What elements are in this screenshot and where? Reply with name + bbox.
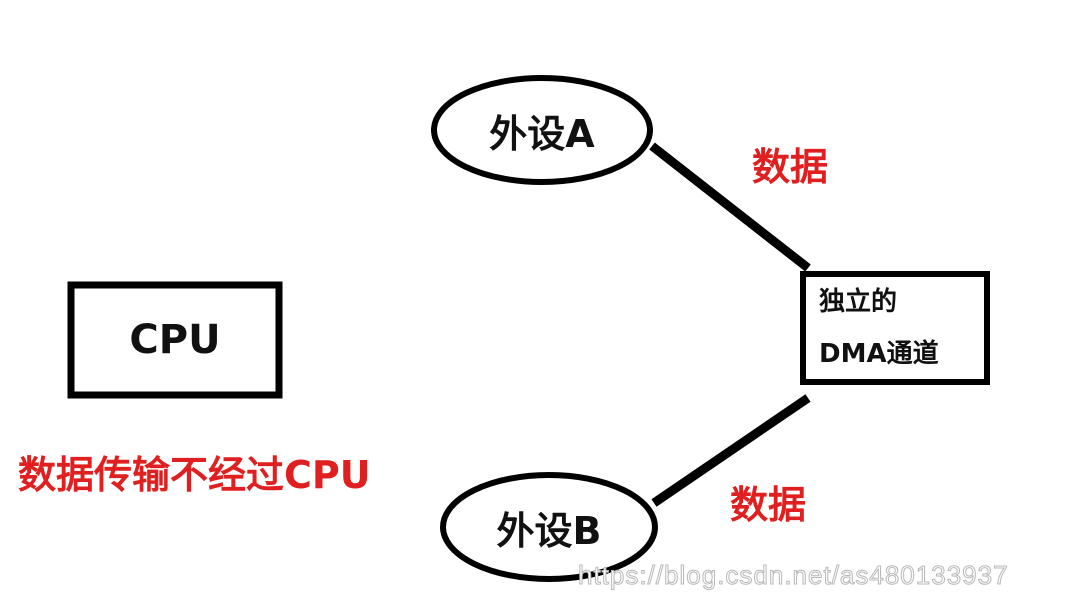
dma-label-line1: 独立的 — [819, 287, 898, 317]
device-a-ellipse — [431, 75, 653, 185]
dma-label: 独立的 DMA通道 — [803, 274, 987, 382]
connector-device-a-to-dma — [649, 142, 811, 272]
cpu-box — [67, 281, 283, 399]
edge-label-upper: 数据 — [752, 145, 829, 189]
device-b-label: 外设B — [496, 508, 602, 553]
caption: 数据传输不经过CPU — [18, 453, 371, 497]
dma-channel-box — [800, 271, 990, 385]
watermark: https://blog.csdn.net/as480133937 — [578, 560, 1009, 591]
device-a-label: 外设A — [489, 111, 595, 156]
edge-label-lower: 数据 — [730, 483, 807, 527]
cpu-label: CPU — [129, 317, 221, 363]
connector-dma-to-device-b — [651, 394, 811, 507]
dma-label-line2: DMA通道 — [819, 339, 939, 369]
device-b-ellipse — [440, 472, 658, 582]
